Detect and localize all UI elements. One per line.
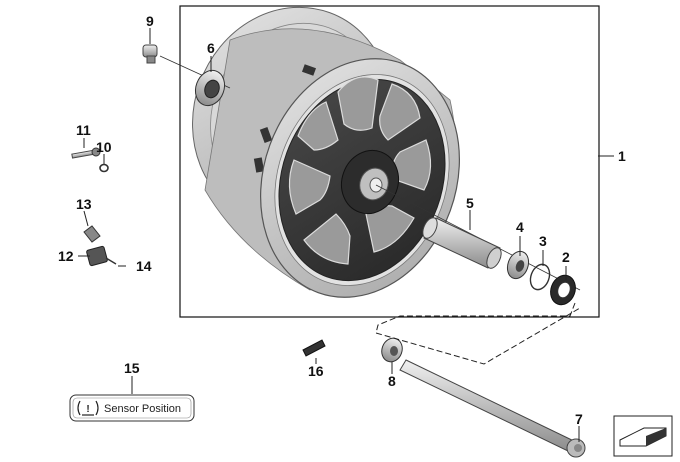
callout-14: 14 <box>136 258 152 274</box>
callout-9: 9 <box>146 13 154 29</box>
callout-4: 4 <box>516 219 524 235</box>
callout-11: 11 <box>76 122 91 138</box>
balance-weight-icon[interactable] <box>302 339 326 357</box>
tpms-warning-icon: ! <box>77 400 99 416</box>
callout-10: 10 <box>96 139 112 155</box>
tpms-sensor-icon[interactable] <box>83 225 117 267</box>
sensor-position-text: Sensor Position <box>104 403 181 415</box>
callout-16: 16 <box>308 363 324 379</box>
shaft-seal-icon[interactable] <box>547 272 580 308</box>
circlip-icon[interactable] <box>527 262 553 293</box>
callout-12: 12 <box>58 248 74 264</box>
callout-15: 15 <box>124 360 140 376</box>
assembly-frame <box>179 5 600 318</box>
valve-icon[interactable] <box>71 147 101 159</box>
o-ring-icon[interactable] <box>99 163 109 173</box>
spacer-sleeve-icon[interactable] <box>420 215 504 270</box>
valve-icon[interactable] <box>142 44 158 64</box>
callout-7: 7 <box>575 411 583 427</box>
callout-1: 1 <box>618 148 626 164</box>
callout-8: 8 <box>388 373 396 389</box>
warning-glyph: ! <box>86 404 89 415</box>
callout-2: 2 <box>562 249 570 265</box>
spacer-sleeve-icon[interactable] <box>378 335 405 364</box>
cast-wheel-icon[interactable] <box>162 0 492 325</box>
sensor-position-label[interactable]: ! Sensor Position <box>69 394 195 422</box>
callout-6: 6 <box>207 40 215 56</box>
axle-shaft-icon[interactable] <box>399 359 586 458</box>
page-corner-icon[interactable] <box>613 415 673 457</box>
callout-13: 13 <box>76 196 92 212</box>
leader-lines <box>78 28 614 442</box>
ball-bearing-icon[interactable] <box>504 248 532 281</box>
assembly-path <box>375 302 581 365</box>
callout-3: 3 <box>539 233 547 249</box>
ball-bearing-icon[interactable] <box>191 66 230 109</box>
callout-5: 5 <box>466 195 474 211</box>
